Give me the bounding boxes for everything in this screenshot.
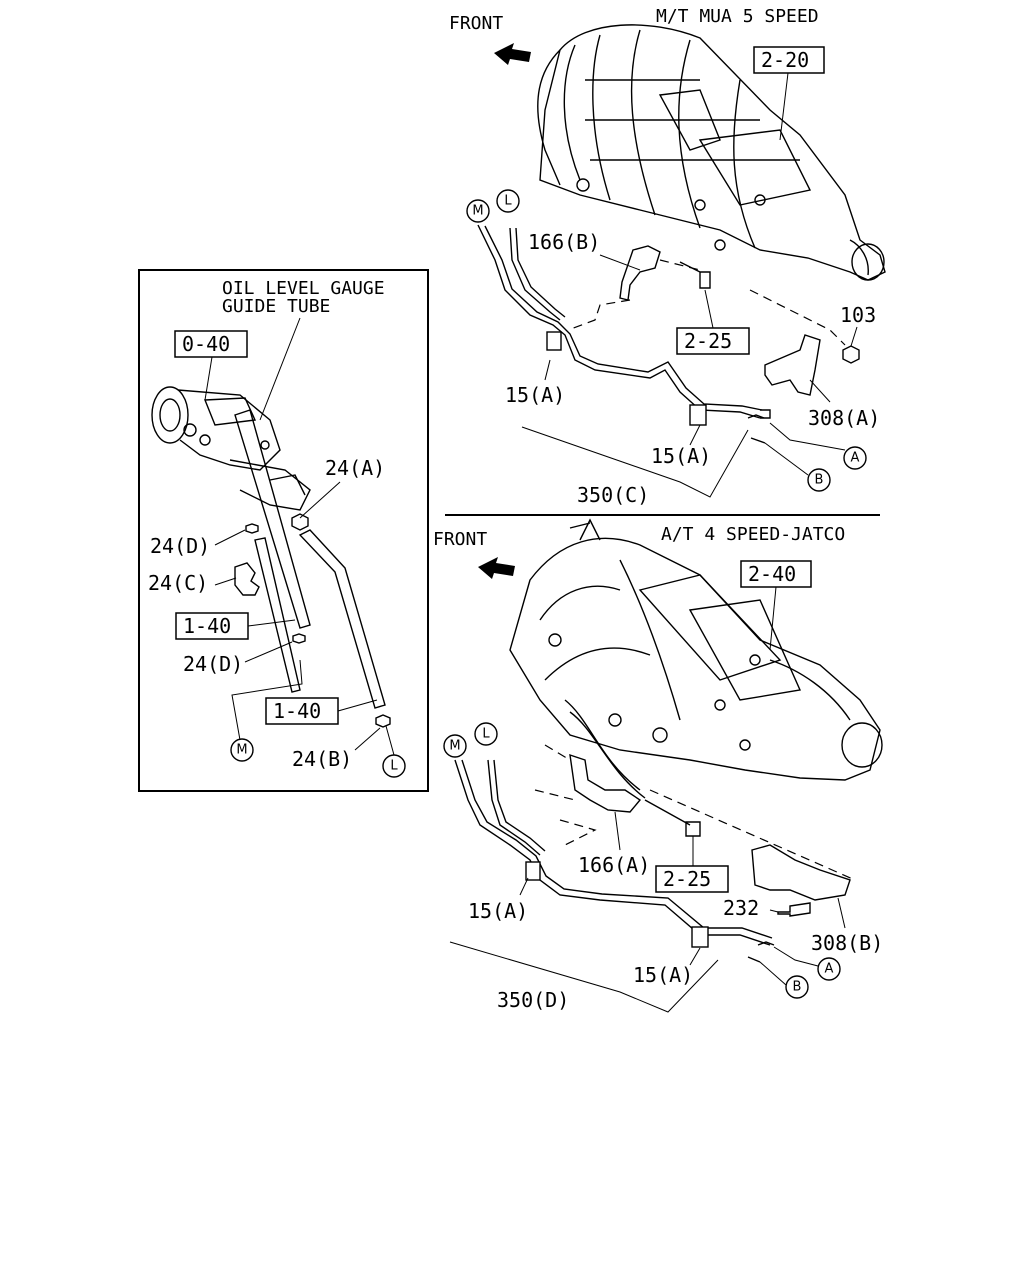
mt-ref-bolt: 2-25	[684, 329, 732, 353]
mt-connector-m	[466, 199, 490, 223]
mt-transmission-drawing	[537, 24, 886, 281]
mt-callout-308a: 308(A)	[808, 406, 880, 430]
mt-pipes	[477, 224, 771, 426]
inset-ref-engine: 0-40	[182, 332, 230, 356]
mt-connector-a	[843, 446, 867, 470]
inset-ref-engine-box	[174, 330, 248, 358]
inset-callout-24d-upper: 24(D)	[150, 534, 210, 558]
mt-connector-m-label: M	[472, 204, 483, 219]
at-section: FRONT A/T 4 SPEED-JATCO 2-40	[433, 518, 883, 1013]
at-bracket-308b	[751, 844, 851, 901]
mt-callout-15a-upper: 15(A)	[505, 383, 565, 407]
at-pipes	[454, 759, 773, 948]
inset-ref-hose-upper: 1-40	[183, 614, 231, 638]
at-title: A/T 4 SPEED-JATCO	[661, 524, 845, 545]
mt-callout-15a-lower: 15(A)	[651, 444, 711, 468]
mt-ref-bolt-box	[676, 327, 750, 355]
inset-callout-24b: 24(B)	[292, 747, 352, 771]
mt-connector-l	[496, 189, 520, 213]
at-ref-transmission: 2-40	[748, 562, 796, 586]
inset-ref-hose-lower-box	[265, 697, 339, 725]
at-callout-166a: 166(A)	[578, 853, 650, 877]
at-ref-bolt-box	[655, 865, 729, 893]
mt-front-label: FRONT	[449, 13, 503, 34]
at-connector-m-label: M	[449, 739, 460, 754]
mt-ref-transmission: 2-20	[761, 48, 809, 72]
inset-clamp-24d-lower	[292, 633, 306, 644]
at-connector-l-label: L	[482, 727, 490, 742]
inset-guide-tube	[234, 409, 311, 629]
at-bracket-166a	[569, 753, 642, 813]
inset-title-line2: GUIDE TUBE	[222, 296, 330, 317]
mt-connector-b	[807, 468, 831, 492]
mt-section: FRONT M/T MUA 5 SPEED 2-20 166(B)	[449, 6, 886, 507]
at-connector-a	[817, 957, 841, 981]
inset-engine-drawing	[151, 386, 311, 511]
at-connector-a-label: A	[825, 962, 834, 977]
mt-title: M/T MUA 5 SPEED	[656, 6, 819, 27]
mt-nut-103	[842, 345, 860, 364]
inset-frame	[138, 269, 429, 792]
inset-callout-24a: 24(A)	[325, 456, 385, 480]
at-connector-b	[785, 975, 809, 999]
at-front-label: FRONT	[433, 529, 487, 550]
at-callout-15a-upper: 15(A)	[468, 899, 528, 923]
mt-connector-l-label: L	[504, 194, 512, 209]
at-callout-308b: 308(B)	[811, 931, 883, 955]
mt-ref-transmission-box	[753, 46, 825, 74]
mt-front-arrow-icon	[494, 43, 531, 65]
inset-connector-l	[382, 754, 406, 778]
at-ref-transmission-box	[740, 560, 812, 588]
inset-clamp-24d-upper	[245, 523, 259, 534]
mt-bolt	[679, 261, 711, 289]
mt-callout-166b: 166(B)	[528, 230, 600, 254]
inset-oil-level-gauge: OIL LEVEL GAUGE GUIDE TUBE 0-40	[138, 269, 429, 792]
inset-title-line1: OIL LEVEL GAUGE	[222, 278, 385, 299]
inset-connector-m-label: M	[236, 743, 247, 758]
at-bolt-232	[777, 902, 811, 917]
inset-clamp-24c	[234, 562, 260, 596]
inset-clamp-24a	[291, 513, 309, 531]
at-connector-m	[443, 734, 467, 758]
mt-bracket-308a	[764, 334, 821, 396]
inset-ref-hose-upper-box	[175, 612, 249, 640]
at-ref-bolt: 2-25	[663, 867, 711, 891]
inset-connector-m	[230, 738, 254, 762]
at-callout-350d: 350(D)	[497, 988, 569, 1012]
at-front-arrow-icon	[478, 557, 515, 579]
at-bolt	[644, 799, 701, 837]
mt-bracket-166b	[619, 245, 661, 301]
at-transmission-drawing	[509, 518, 883, 799]
at-connector-l	[474, 722, 498, 746]
inset-dipstick-tube	[298, 529, 386, 709]
inset-callout-24d-lower: 24(D)	[183, 652, 243, 676]
inset-connector-l-label: L	[390, 759, 398, 774]
inset-clamp-24b	[375, 714, 391, 728]
at-callout-232: 232	[723, 896, 759, 920]
at-connector-b-label: B	[793, 980, 802, 995]
inset-ref-hose-lower: 1-40	[273, 699, 321, 723]
mt-callout-350c: 350(C)	[577, 483, 649, 507]
inset-callout-24c: 24(C)	[148, 571, 208, 595]
mt-connector-a-label: A	[851, 451, 860, 466]
mt-callout-103: 103	[840, 303, 876, 327]
at-callout-15a-lower: 15(A)	[633, 963, 693, 987]
mt-connector-b-label: B	[815, 473, 824, 488]
